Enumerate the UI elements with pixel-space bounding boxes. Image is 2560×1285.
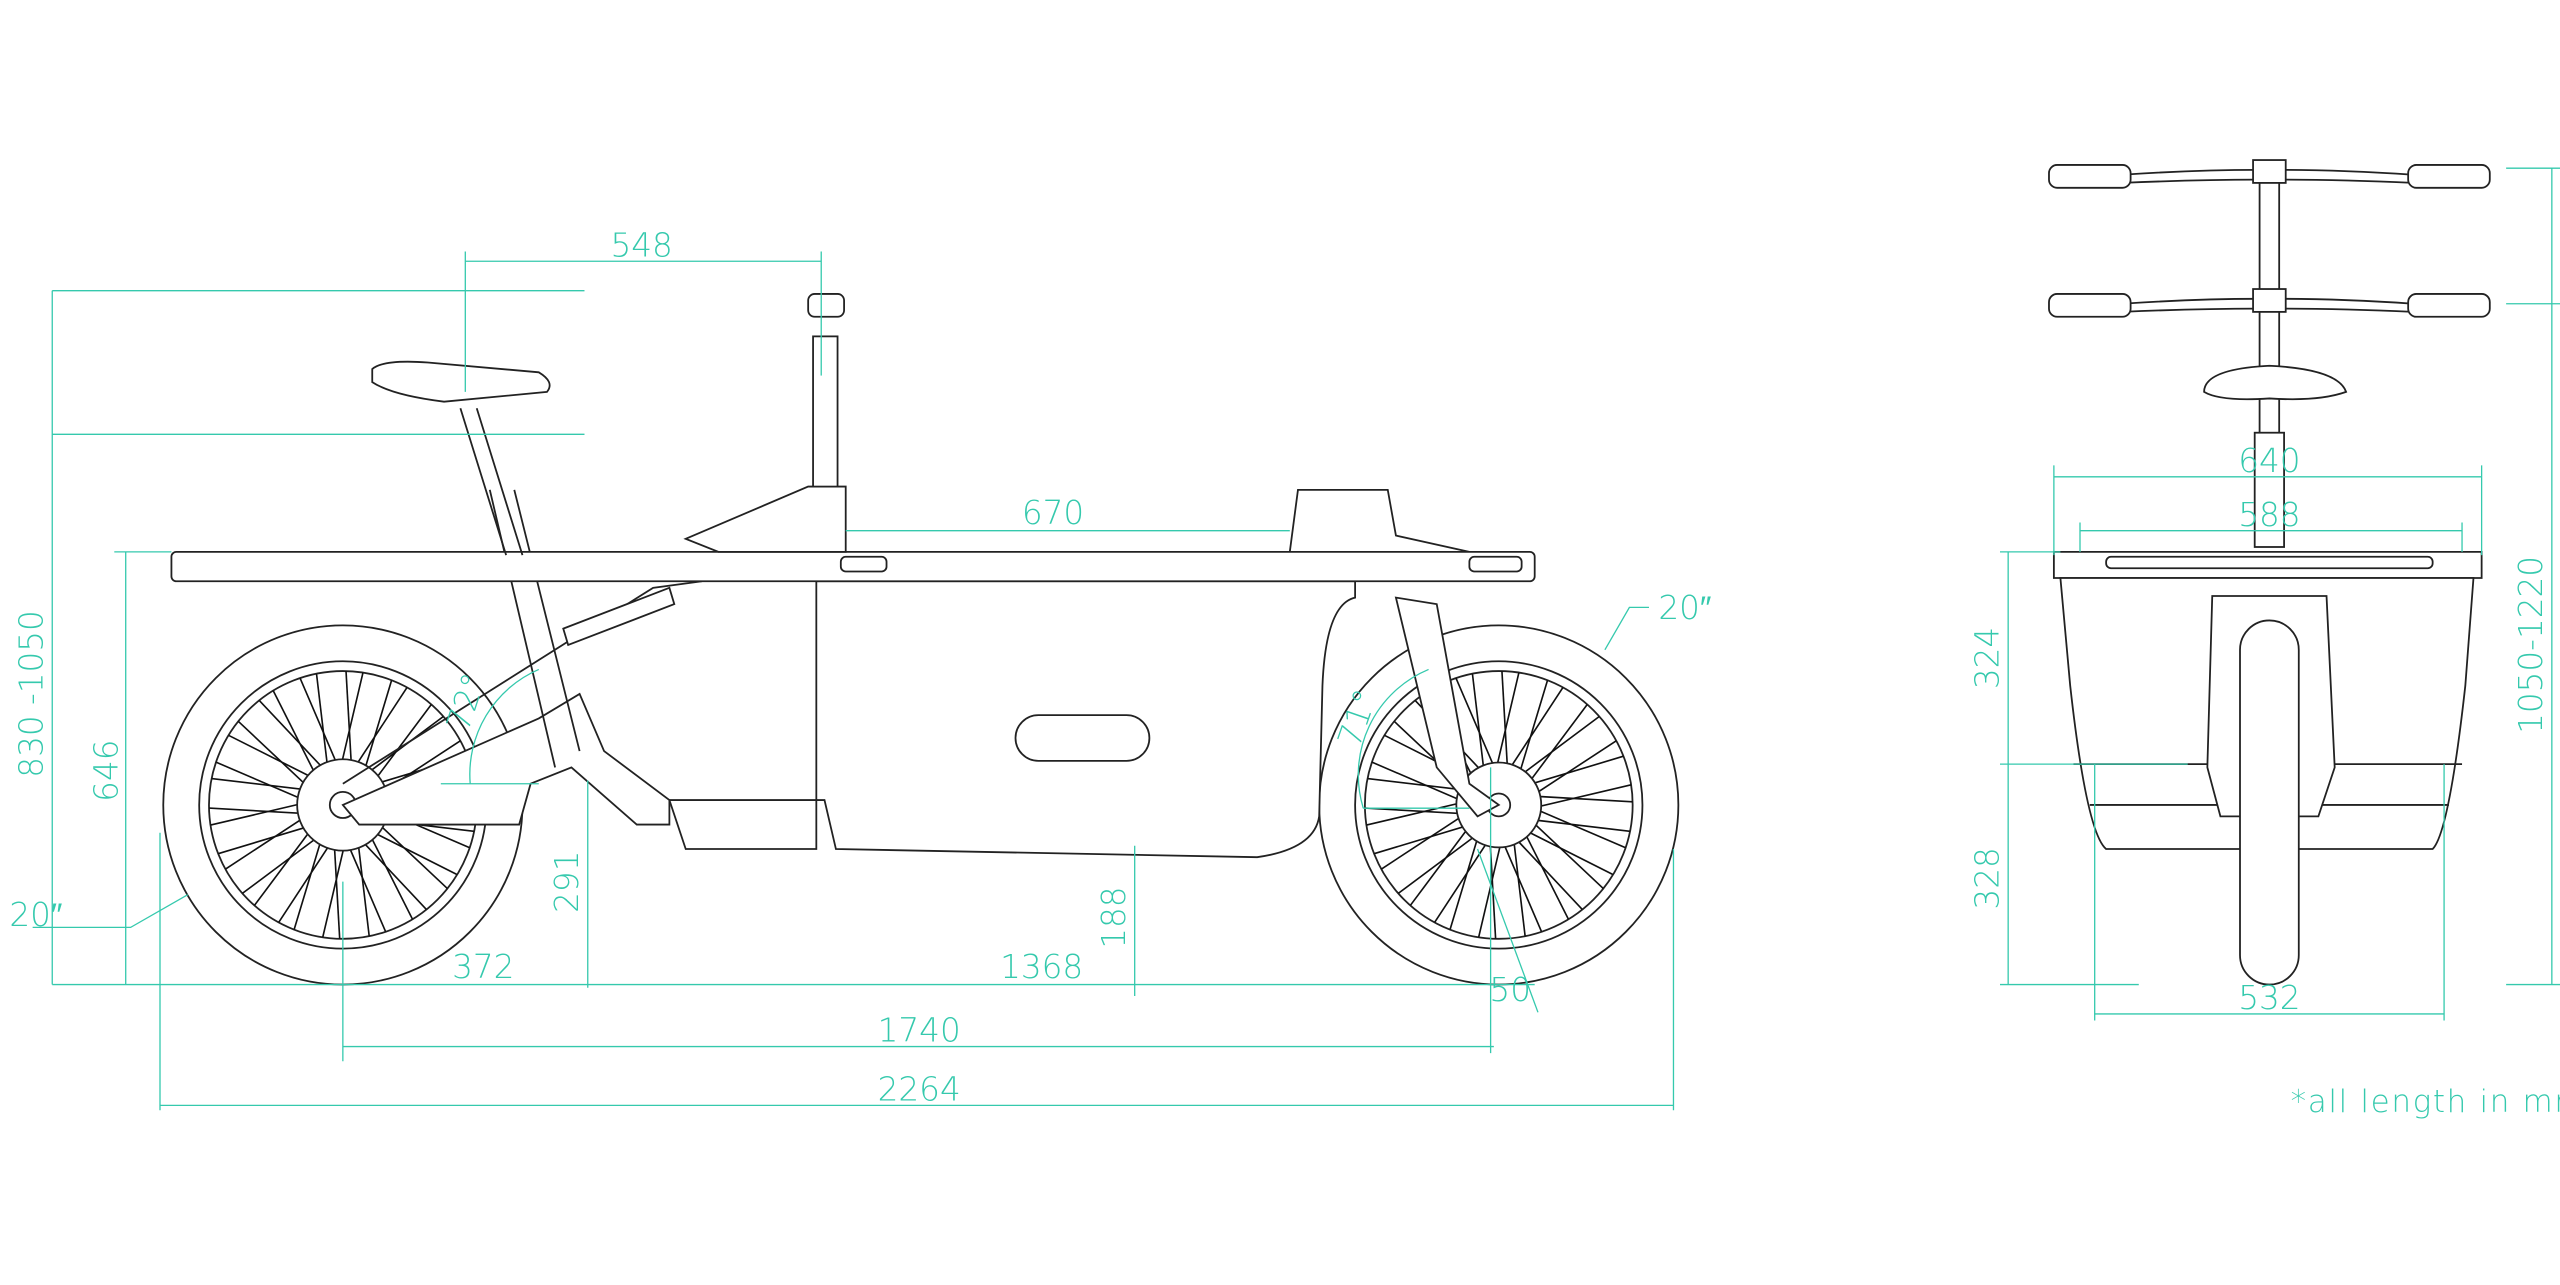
seatpost [459,407,524,556]
units-note: *all length in mm [2291,1084,2560,1120]
dim-cargo-length: 670 [1022,494,1084,532]
front-saddle [2203,364,2348,401]
front-fork [1394,596,1501,818]
side-view-bike [162,293,1680,986]
dim-saddle-height: 830 -1050 [12,610,50,778]
dim-seat-angle: 72° [439,669,493,736]
saddle [371,360,551,403]
upper-stem-clamp [2252,159,2287,184]
dim-box-upper-height: 324 [1968,627,2006,689]
cargo-seat-back [1288,488,1470,553]
rear-frame [341,692,671,826]
head-tube [683,485,847,553]
dim-trail: 50 [1489,971,1531,1009]
dim-rear-wheel-size: 20″ [9,896,62,934]
dim-rear-axle-to-bb: 372 [452,948,514,986]
dim-front-wheel-size: 20″ [1658,589,1711,627]
dim-box-lower-height: 328 [1968,847,2006,909]
rear-shock [562,586,676,647]
front-view-dimensions: 640 588 324 328 532 1050-1220 *all lengt… [1968,167,2560,1120]
dim-handlebar-height: 1050-1220 [2512,556,2550,734]
dim-box-bottom-width: 532 [2238,979,2300,1017]
dim-ground-clearance: 188 [1095,886,1133,948]
dim-wheelbase: 1740 [878,1012,961,1050]
dim-head-angle: 71° [1330,685,1385,752]
dim-platform-width: 640 [2238,442,2300,480]
cargo-box-handle [1014,714,1151,762]
dim-inner-width: 588 [2238,496,2300,534]
front-view-bike [2048,159,2491,986]
dim-total-length: 2264 [878,1070,961,1108]
lower-stem-clamp [2252,288,2287,313]
dim-bb-height: 291 [548,851,586,913]
steerer [812,335,839,488]
dim-platform-height: 646 [88,740,126,802]
dim-bb-to-front-axle: 1368 [1000,948,1083,986]
dim-saddle-to-stem: 548 [610,226,672,264]
front-tire [2239,619,2300,986]
